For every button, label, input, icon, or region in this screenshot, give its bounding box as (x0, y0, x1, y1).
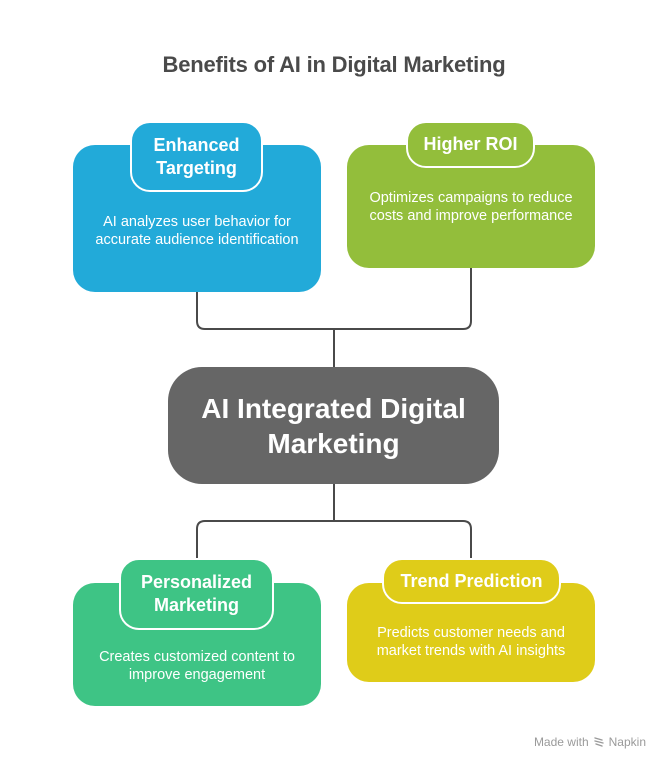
card-description: AI analyzes user behavior for accurate a… (95, 214, 299, 248)
card-description: Predicts customer needs and market trend… (376, 625, 566, 659)
card-title-trend-prediction: Trend Prediction (382, 558, 561, 604)
diagram-title: Benefits of AI in Digital Marketing (162, 52, 506, 77)
card-description: Optimizes campaigns to reduce costs and … (369, 190, 573, 224)
card-description: Creates customized content to improve en… (99, 649, 295, 683)
card-title-higher-roi: Higher ROI (406, 121, 535, 168)
watermark-prefix: Made with (533, 735, 589, 749)
card-enhanced-targeting: AI analyzes user behavior for accurate a… (73, 145, 321, 292)
watermark: Made with Napkin (534, 735, 646, 749)
watermark-brand: Napkin (608, 735, 646, 749)
card-title-enhanced-targeting: Enhanced Targeting (130, 121, 263, 192)
napkin-logo-icon (593, 737, 604, 747)
central-node: AI Integrated Digital Marketing (168, 367, 499, 484)
card-title-personalized-marketing: Personalized Marketing (119, 558, 274, 630)
